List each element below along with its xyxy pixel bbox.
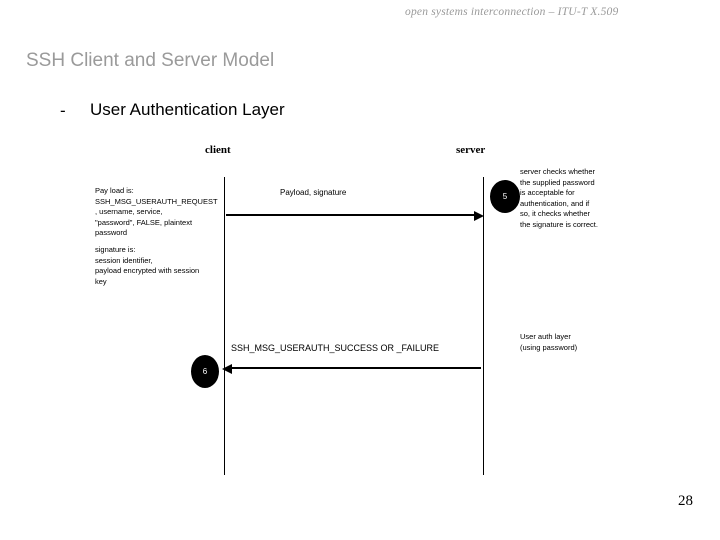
server-check-note-line-6: the signature is correct. bbox=[520, 219, 598, 229]
page-number: 28 bbox=[678, 493, 693, 509]
server-check-note-line-1: server checks whether bbox=[520, 167, 596, 176]
signature-note-line-2: session identifier, bbox=[95, 255, 153, 265]
message-arrow-2-label: SSH_MSG_USERAUTH_SUCCESS OR _FAILURE bbox=[231, 343, 440, 353]
message-arrow-1-label: Payload, signature bbox=[280, 188, 347, 197]
page-title: SSH Client and Server Model bbox=[26, 50, 275, 71]
actor-label-server: server bbox=[456, 144, 486, 156]
signature-note-line-1: signature is: bbox=[95, 245, 136, 254]
server-check-note-line-5: so, it checks whether bbox=[520, 209, 591, 218]
auth-layer-note-line-2: (using password) bbox=[520, 342, 578, 352]
message-arrow-2-head-icon bbox=[222, 364, 232, 374]
payload-note: Pay load is: SSH_MSG_USERAUTH_REQUEST , … bbox=[95, 186, 220, 239]
auth-layer-note: User auth layer (using password) bbox=[520, 332, 620, 353]
message-arrow-2-line bbox=[226, 367, 481, 369]
payload-note-line-4: "password", FALSE, plaintext bbox=[95, 217, 193, 227]
slide-header-text: open systems interconnection – ITU-T X.5… bbox=[405, 6, 619, 18]
step-bubble-6: 6 bbox=[191, 355, 219, 388]
message-arrow-1-line bbox=[226, 214, 479, 216]
signature-note-line-4: key bbox=[95, 276, 107, 286]
payload-note-line-5: password bbox=[95, 228, 128, 237]
server-check-note: server checks whether the supplied passw… bbox=[520, 167, 612, 230]
signature-note: signature is: session identifier, payloa… bbox=[95, 245, 220, 287]
server-lifeline bbox=[483, 177, 484, 475]
actor-label-client: client bbox=[205, 144, 231, 156]
signature-note-line-3: payload encrypted with session bbox=[95, 266, 200, 275]
auth-layer-note-line-1: User auth layer bbox=[520, 332, 571, 341]
message-arrow-1-head-icon bbox=[474, 211, 484, 221]
bullet-label: User Authentication Layer bbox=[90, 100, 285, 119]
server-check-note-line-4: authentication, and if bbox=[520, 198, 590, 208]
payload-note-line-1: Pay load is: bbox=[95, 186, 134, 195]
payload-note-line-2: SSH_MSG_USERAUTH_REQUEST bbox=[95, 196, 218, 206]
server-check-note-line-2: the supplied password bbox=[520, 177, 595, 187]
server-check-note-line-3: is acceptable for bbox=[520, 188, 575, 197]
bullet-dash: - bbox=[60, 101, 66, 120]
step-bubble-5: 5 bbox=[490, 180, 520, 213]
client-lifeline bbox=[224, 177, 225, 475]
payload-note-line-3: , username, service, bbox=[95, 207, 163, 216]
